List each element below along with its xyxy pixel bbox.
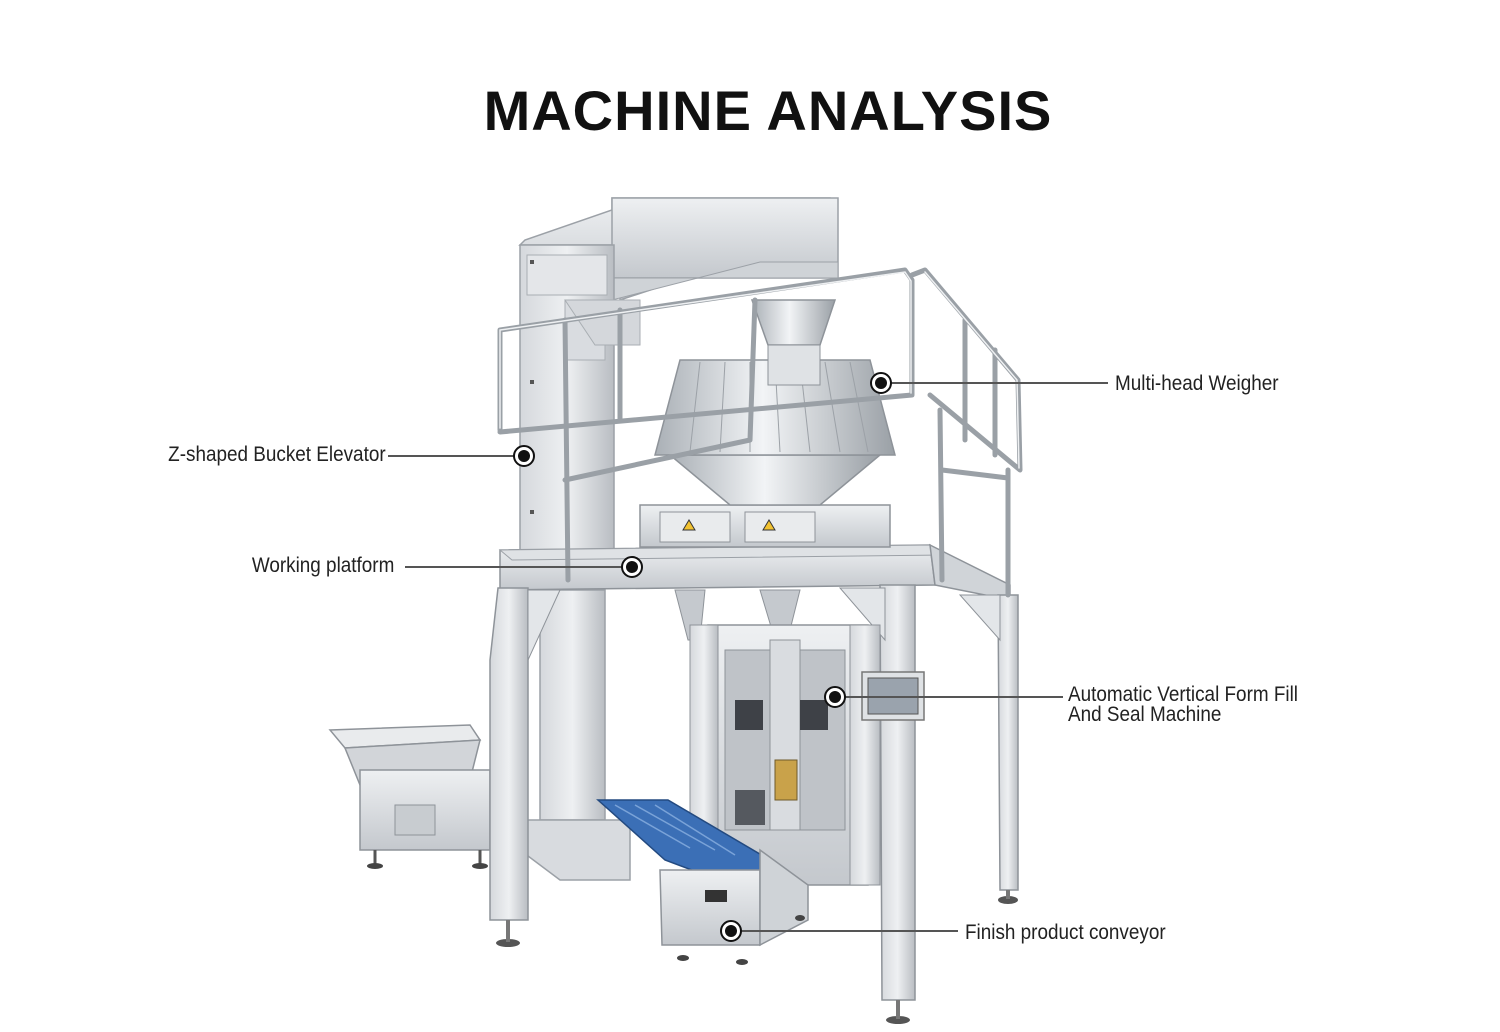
finish-conveyor xyxy=(596,799,809,965)
label-multihead-weigher: Multi-head Weigher xyxy=(1115,372,1279,395)
callout-dots xyxy=(513,372,892,942)
feeder-hopper xyxy=(328,589,631,881)
label-bucket-elevator: Z-shaped Bucket Elevator xyxy=(168,443,386,466)
working-platform xyxy=(489,543,1019,1024)
label-finish-conveyor: Finish product conveyor xyxy=(965,921,1166,944)
guard-rail xyxy=(497,267,1023,598)
callout-lines xyxy=(388,382,1108,932)
label-vffs-line1: Automatic Vertical Form Fill xyxy=(1068,683,1299,706)
guard-rail-highlight xyxy=(499,271,1020,469)
page-title: MACHINE ANALYSIS xyxy=(483,79,1053,142)
label-vffs-line2: And Seal Machine xyxy=(1068,703,1222,726)
label-working-platform: Working platform xyxy=(251,554,394,577)
